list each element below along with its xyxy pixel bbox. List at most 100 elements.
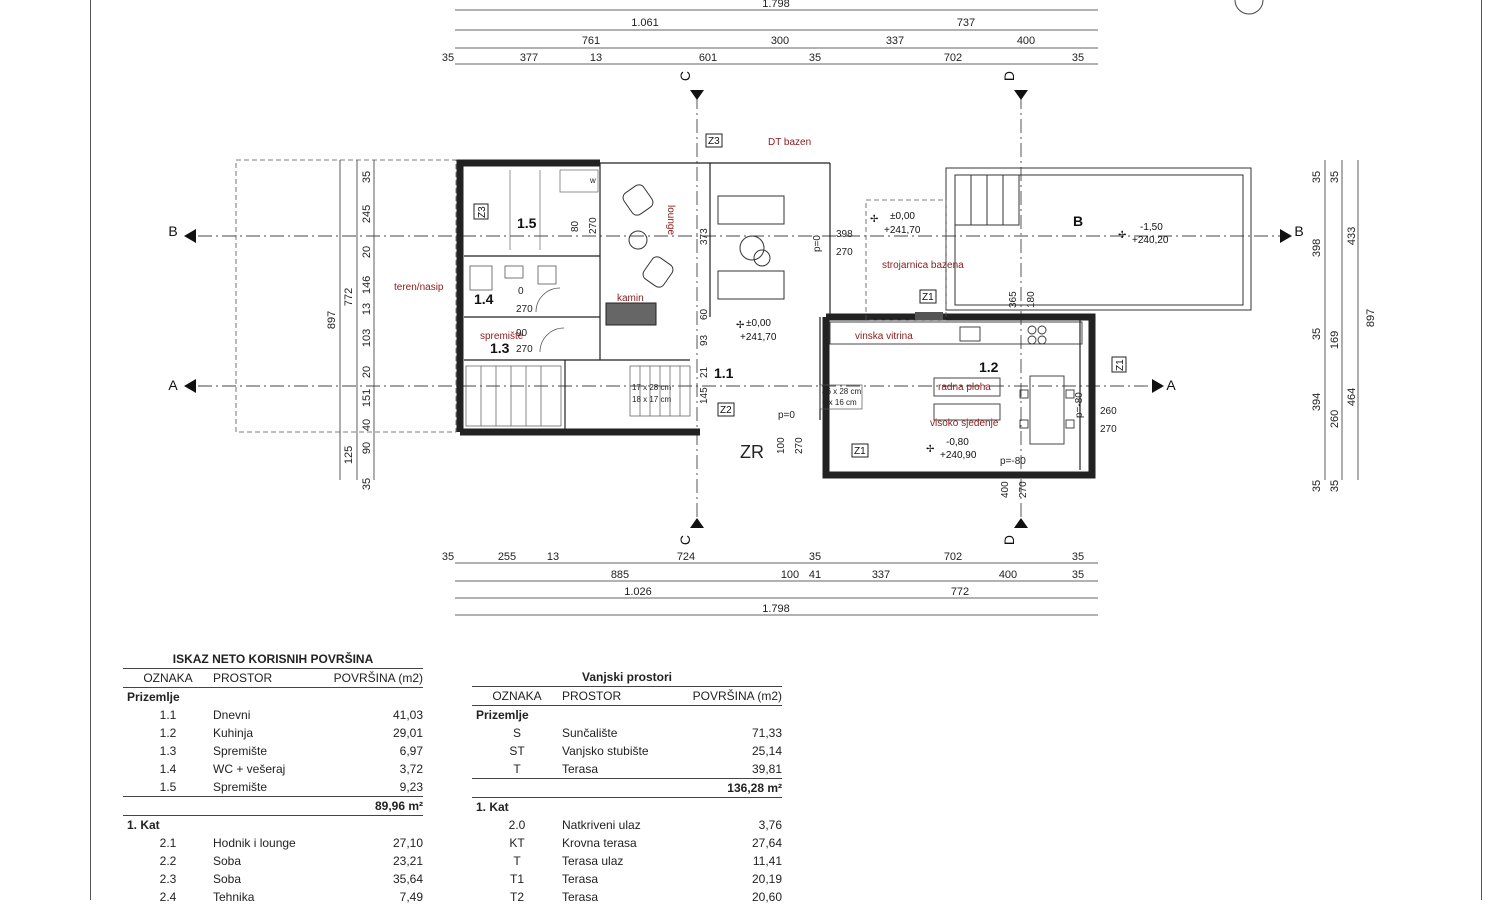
wine-vitrine [915, 312, 943, 320]
section-mark-d-top: D [1001, 71, 1017, 81]
table-cell: Krovna terasa [562, 836, 637, 850]
dim-top-3-0: 35 [442, 52, 454, 64]
tag-z1-right: Z1 [1115, 359, 1126, 371]
table-cell: Natkriveni ulaz [562, 818, 641, 832]
dim-top-1-1: 737 [957, 17, 975, 29]
dim-right-3: 433 [1346, 227, 1358, 245]
room-label-1-1: 1.1 [714, 365, 734, 381]
table-cell: Terasa ulaz [562, 854, 624, 868]
section-mark-c-bottom: C [677, 535, 693, 545]
note-398: 398 [836, 229, 853, 240]
table2-section: Prizemlje [472, 706, 782, 724]
dim-right-2: 398 [1311, 239, 1323, 257]
dim-top-1-0: 1.061 [631, 17, 659, 29]
level-2a: ±0,00 [746, 318, 771, 329]
dim-right-4: 35 [1311, 328, 1323, 340]
dim-left-4: 13 [361, 303, 373, 315]
level-marker-icon: ✢ [926, 444, 934, 455]
note-p0b: p=0 [778, 410, 795, 421]
table-cell: KT [509, 836, 525, 850]
table-cell: Spremište [213, 780, 268, 794]
table2-section: 1. Kat [472, 798, 782, 816]
dim-bot-2-0: 1.026 [624, 586, 652, 598]
note-w: w [589, 176, 596, 185]
table-cell: Dnevni [213, 708, 251, 722]
note-93: 93 [699, 334, 710, 346]
terrain-outline [235, 159, 457, 433]
table-cell: 3,72 [399, 762, 423, 776]
note-373: 373 [699, 228, 710, 245]
table-row: T2 Terasa 20,60 [472, 888, 782, 906]
section-c-bottom-arrow-icon [690, 518, 704, 528]
note-270d: 270 [836, 247, 853, 258]
pool [945, 167, 1252, 311]
section-mark-b-right: B [1294, 223, 1303, 239]
dim-left-5: 103 [361, 329, 373, 347]
table-cell: 35,64 [392, 872, 423, 886]
note-270b: 270 [516, 304, 533, 315]
section-lines [198, 95, 1280, 520]
dim-bot-1-3: 337 [872, 569, 890, 581]
table2-total: 136,28 m² [727, 781, 782, 795]
table-cell: 27,64 [751, 836, 782, 850]
dim-bot-0-5: 702 [944, 551, 962, 563]
dim-left-10: 125 [343, 446, 355, 464]
table-cell: Sunčalište [562, 726, 618, 740]
net-area-table: ISKAZ NETO KORISNIH POVRŠINA OZNAKA PROS… [123, 651, 423, 906]
dim-right-6: 394 [1311, 393, 1323, 411]
storage-shelves [509, 169, 599, 250]
dim-right-0: 35 [1311, 171, 1323, 183]
dim-bot-1-0: 885 [611, 569, 629, 581]
table2-section-name: Prizemlje [476, 708, 529, 722]
fireplace [605, 302, 657, 326]
north-arrow-icon [1234, 0, 1264, 15]
table-row: KT Krovna terasa 27,64 [472, 834, 782, 852]
dim-top-2-0: 761 [582, 35, 600, 47]
level-4b: +240,90 [940, 450, 977, 461]
table-cell: 1.4 [159, 762, 177, 776]
dim-top-3-2: 13 [590, 52, 602, 64]
table-cell: Hodnik i lounge [213, 836, 296, 850]
note-21: 21 [699, 366, 710, 378]
section-c-top-arrow-icon [690, 90, 704, 100]
table-cell: S [512, 726, 521, 740]
table-cell: Terasa [562, 890, 599, 904]
level-3b: +240,20 [1132, 235, 1169, 246]
dim-right-7: 260 [1329, 410, 1341, 428]
table-cell: WC + vešeraj [213, 762, 286, 776]
table2-title: Vanjski prostori [472, 669, 782, 687]
table1-title: ISKAZ NETO KORISNIH POVRŠINA [123, 651, 423, 669]
dim-top-3-4: 35 [809, 52, 821, 64]
level-3a: -1,50 [1140, 222, 1163, 233]
table2-header-area: POVRŠINA (m2) [692, 689, 782, 703]
dim-left-8: 40 [361, 419, 373, 431]
note-stair-a: 17 x 28 cm [632, 383, 671, 392]
table-cell: 2.1 [159, 836, 177, 850]
table-cell: 23,21 [392, 854, 423, 868]
table-cell: Kuhinja [213, 726, 254, 740]
note-100: 100 [776, 437, 787, 454]
table-cell: 25,14 [751, 744, 782, 758]
table-cell: T2 [509, 890, 524, 904]
section-d-top-arrow-icon [1014, 90, 1028, 100]
exterior-walls [456, 159, 1096, 479]
tag-z3-left: Z3 [477, 206, 488, 218]
table1-section: Prizemlje [123, 688, 423, 706]
dim-right-8: 464 [1346, 388, 1358, 406]
dim-bot-0-3: 724 [677, 551, 695, 563]
room-label-1-4: 1.4 [474, 291, 494, 307]
dim-top-0-0: 1.798 [762, 0, 790, 10]
table2-header-row: OZNAKA PROSTOR POVRŠINA (m2) [472, 687, 782, 706]
table2-total-row: 136,28 m² [472, 778, 782, 798]
section-mark-b-left: B [168, 223, 177, 239]
dim-bot-0-2: 13 [547, 551, 559, 563]
table-cell: 20,60 [751, 890, 782, 904]
section-d-bottom-arrow-icon [1014, 518, 1028, 528]
note-stair-b: 18 x 17 cm [632, 395, 671, 404]
